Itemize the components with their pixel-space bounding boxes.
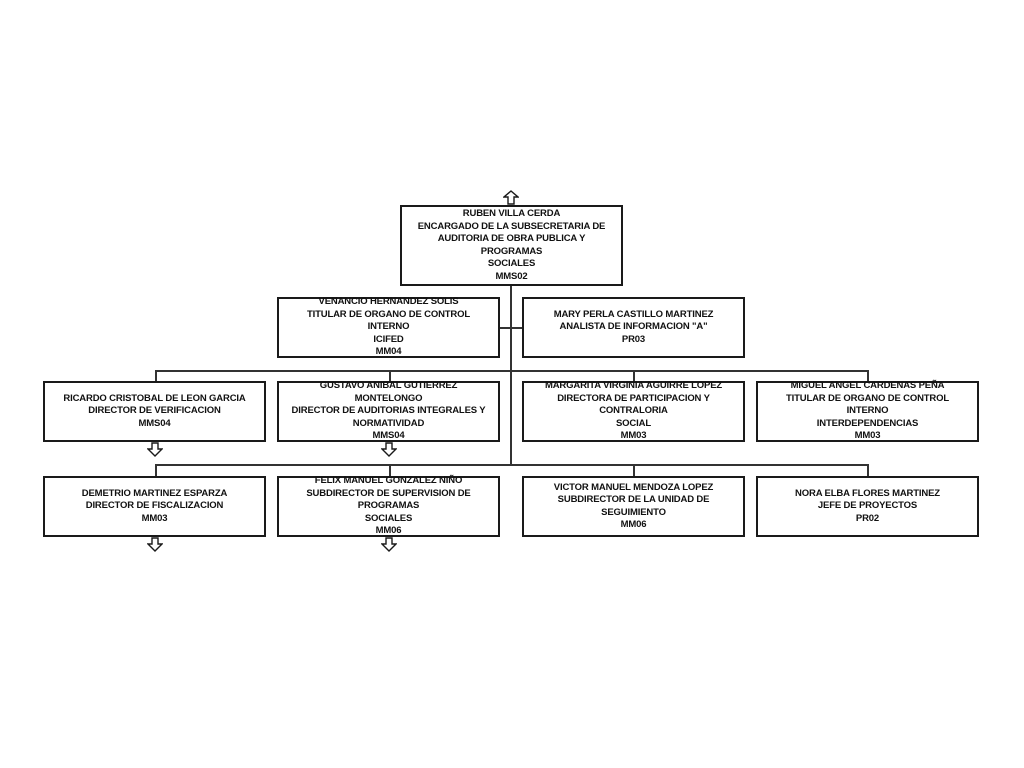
- node-name: MARY PERLA CASTILLO MARTINEZ: [553, 308, 714, 320]
- connector-row3-drop-1: [155, 464, 157, 476]
- node-code: MMS02: [495, 270, 528, 282]
- connector-row2-bus: [155, 370, 868, 372]
- node-title-line: DIRECTOR DE AUDITORIAS INTEGRALES Y: [291, 405, 486, 417]
- node-title-line: TITULAR DE ORGANO DE CONTROL INTERNO: [306, 308, 471, 333]
- node-name: RUBEN VILLA CERDA: [462, 208, 561, 219]
- org-node-row2-2: GUSTAVO ANIBAL GUTIERREZ MONTELONGO DIRE…: [277, 380, 500, 442]
- down-arrow-icon[interactable]: [381, 442, 397, 457]
- node-title: DIRECTOR DE AUDITORIAS INTEGRALES Y NORM…: [292, 405, 486, 430]
- down-arrow-icon[interactable]: [147, 442, 163, 457]
- connector-staff: [500, 327, 522, 329]
- node-title: ANALISTA DE INFORMACION "A": [560, 321, 708, 334]
- node-title-line: DIRECTOR DE VERIFICACION: [88, 405, 221, 417]
- node-code: MM03: [854, 430, 881, 442]
- connector-row2-drop-1: [155, 370, 157, 381]
- down-arrow-icon[interactable]: [147, 537, 163, 552]
- connector-row3-drop-3: [633, 464, 635, 476]
- org-node-row3-1: DEMETRIO MARTINEZ ESPARZA DIRECTOR DE FI…: [43, 476, 266, 537]
- org-node-row2-3: MARGARITA VIRGINIA AGUIRRE LOPEZ DIRECTO…: [522, 380, 745, 442]
- node-name: GUSTAVO ANIBAL GUTIERREZ MONTELONGO: [319, 380, 458, 404]
- node-title-line: TITULAR DE ORGANO DE CONTROL INTERNO: [785, 392, 950, 417]
- org-node-row2-1: RICARDO CRISTOBAL DE LEON GARCIA DIRECTO…: [43, 381, 266, 442]
- org-node-staff-2: MARY PERLA CASTILLO MARTINEZ ANALISTA DE…: [522, 297, 745, 358]
- node-code: PR03: [621, 333, 646, 345]
- node-title-line: SOCIALES: [487, 258, 536, 269]
- up-arrow-icon[interactable]: [503, 190, 519, 205]
- node-code: MM06: [620, 519, 647, 530]
- node-code: MMS04: [372, 430, 405, 442]
- connector-row2-drop-3: [633, 370, 635, 381]
- node-title-line: DIRECTORA DE PARTICIPACION Y CONTRALORIA: [557, 392, 710, 417]
- node-title-line: ICIFED: [373, 333, 404, 345]
- connector-row3-drop-4: [867, 464, 869, 476]
- node-title: TITULAR DE ORGANO DE CONTROL INTERNO ICI…: [285, 309, 492, 347]
- node-title-line: ENCARGADO DE LA SUBSECRETARIA DE: [417, 220, 606, 232]
- org-node-top: RUBEN VILLA CERDA ENCARGADO DE LA SUBSEC…: [400, 205, 623, 286]
- connector-trunk: [510, 286, 512, 464]
- org-node-row3-2: FELIX MANUEL GONZALEZ NIÑO SUBDIRECTOR D…: [277, 475, 500, 537]
- node-title-line: NORMATIVIDAD: [352, 417, 425, 429]
- node-title: ENCARGADO DE LA SUBSECRETARIA DE AUDITOR…: [408, 221, 615, 271]
- node-name: NORA ELBA FLORES MARTINEZ: [795, 487, 940, 499]
- node-name: VENANCIO HERNANDEZ SOLIS: [318, 296, 459, 308]
- org-node-staff-1: VENANCIO HERNANDEZ SOLIS TITULAR DE ORGA…: [277, 296, 500, 358]
- node-title: DIRECTOR DE FISCALIZACION: [86, 500, 224, 513]
- node-name: MARGARITA VIRGINIA AGUIRRE LOPEZ: [544, 380, 723, 392]
- node-title-line: SOCIALES: [364, 512, 413, 524]
- node-title-line: DIRECTOR DE FISCALIZACION: [85, 500, 224, 512]
- connector-row2-drop-2: [389, 370, 391, 381]
- node-title-line: JEFE DE PROYECTOS: [817, 500, 918, 512]
- org-node-row2-4: MIGUEL ANGEL CARDENAS PEÑA TITULAR DE OR…: [756, 380, 979, 442]
- node-name: MIGUEL ANGEL CARDENAS PEÑA: [790, 380, 945, 392]
- node-code: MM03: [141, 512, 168, 524]
- down-arrow-icon[interactable]: [381, 537, 397, 552]
- node-title: TITULAR DE ORGANO DE CONTROL INTERNO INT…: [764, 393, 971, 431]
- node-title: DIRECTOR DE VERIFICACION: [88, 405, 221, 418]
- node-title-line: AUDITORIA DE OBRA PUBLICA Y PROGRAMAS: [437, 233, 586, 257]
- node-code: MM04: [375, 346, 402, 358]
- connector-row2-drop-4: [867, 370, 869, 381]
- node-title-line: SOCIAL: [616, 417, 651, 429]
- node-title: JEFE DE PROYECTOS: [818, 500, 917, 513]
- node-name: RICARDO CRISTOBAL DE LEON GARCIA: [63, 392, 246, 404]
- node-title-line: INTERDEPENDENCIAS: [816, 417, 919, 429]
- org-node-row3-3: VICTOR MANUEL MENDOZA LOPEZ SUBDIRECTOR …: [522, 476, 745, 537]
- node-title: SUBDIRECTOR DE SUPERVISION DE PROGRAMAS …: [285, 488, 492, 526]
- node-name: DEMETRIO MARTINEZ ESPARZA: [81, 487, 228, 499]
- node-title-line: ANALISTA DE INFORMACION "A": [559, 321, 708, 333]
- node-code: MMS04: [138, 417, 171, 429]
- connector-row3-drop-2: [389, 464, 391, 476]
- org-node-row3-4: NORA ELBA FLORES MARTINEZ JEFE DE PROYEC…: [756, 476, 979, 537]
- node-title: DIRECTORA DE PARTICIPACION Y CONTRALORIA…: [530, 393, 737, 431]
- node-code: MM06: [375, 525, 402, 537]
- node-name: FELIX MANUEL GONZALEZ NIÑO: [314, 475, 463, 487]
- node-title-line: SUBDIRECTOR DE SUPERVISION DE PROGRAMAS: [306, 487, 471, 512]
- connector-row3-bus: [155, 464, 868, 466]
- node-title-line: SUBDIRECTOR DE LA UNIDAD DE SEGUIMIENTO: [557, 494, 710, 518]
- node-title: SUBDIRECTOR DE LA UNIDAD DE SEGUIMIENTO: [530, 494, 737, 519]
- node-name: VICTOR MANUEL MENDOZA LOPEZ: [553, 481, 714, 493]
- node-code: PR02: [855, 512, 880, 524]
- node-code: MM03: [620, 430, 647, 442]
